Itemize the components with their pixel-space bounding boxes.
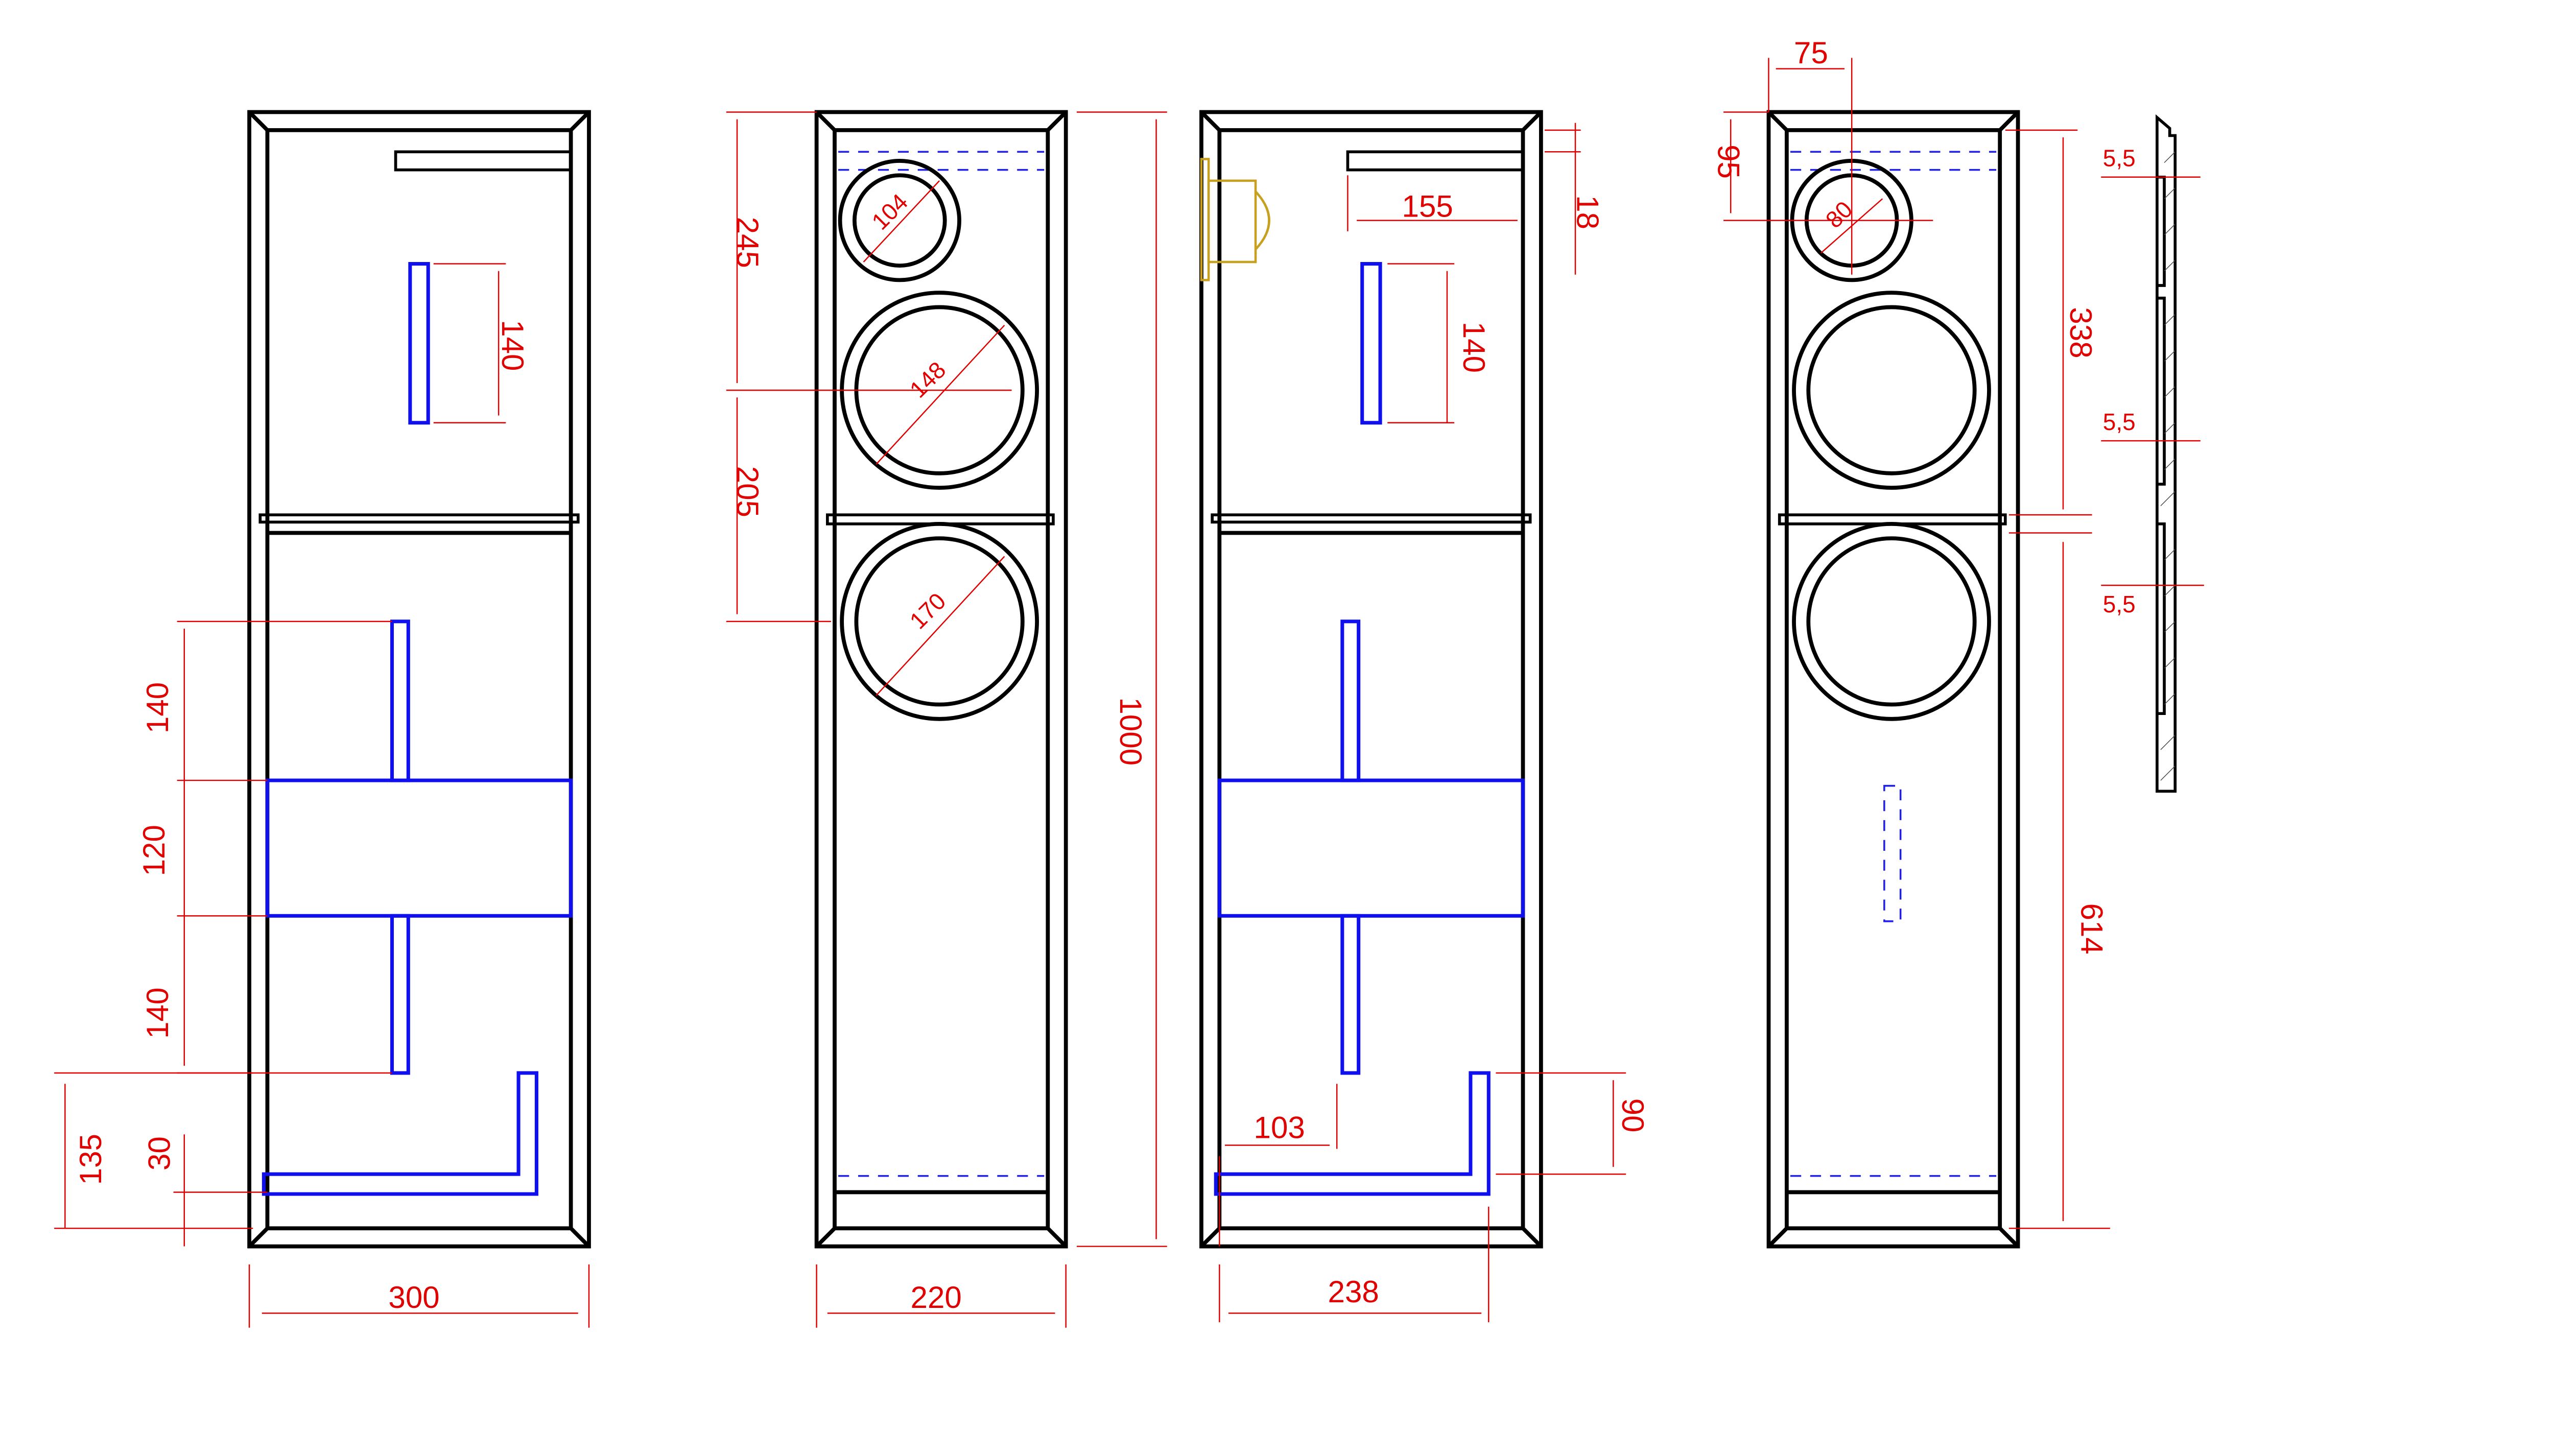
dim-tweeter-y: 95 <box>1711 145 1745 179</box>
dim-lower-chamber: 614 <box>2074 903 2109 954</box>
dim-top-offset: 18 <box>1571 195 1605 229</box>
dim-upper-chamber: 338 <box>2064 307 2098 358</box>
dim-recess-3: 5,5 <box>2103 591 2136 617</box>
dim-bottom-height: 90 <box>1616 1099 1650 1133</box>
dim-recess-2: 5,5 <box>2103 409 2136 435</box>
panel-front <box>1723 58 2110 1249</box>
dim-tweeter-section: 245 <box>730 217 765 268</box>
dim-bottom-gap: 30 <box>142 1136 176 1171</box>
panel-inner-layout <box>54 110 591 1328</box>
side-profile <box>2101 114 2204 793</box>
dim-tweeter-diameter: 104 <box>866 188 913 235</box>
dim-bottom-left: 103 <box>1254 1110 1305 1144</box>
panel-side <box>1199 110 1626 1323</box>
dim-port-upper: 140 <box>140 682 175 733</box>
dim-recess-1: 5,5 <box>2103 145 2136 172</box>
dim-slot-side: 140 <box>1457 322 1491 373</box>
dim-woofer-diameter: 170 <box>905 588 951 634</box>
dim-port-lower: 140 <box>140 988 175 1039</box>
dim-width-220: 220 <box>911 1280 962 1315</box>
dim-width-238: 238 <box>1328 1275 1379 1309</box>
dim-port-middle: 120 <box>137 825 171 876</box>
panel-baffle <box>726 110 1167 1328</box>
dim-slot-top: 140 <box>495 320 530 371</box>
dim-mid-diameter: 148 <box>905 356 951 403</box>
dim-height-1000: 1000 <box>1114 697 1148 766</box>
dim-bottom-offset: 135 <box>74 1134 108 1185</box>
dim-width-300: 300 <box>388 1280 439 1315</box>
dim-mid-section: 205 <box>730 466 765 517</box>
terminal-icon <box>1200 158 1270 281</box>
dim-tweeter-x: 75 <box>1794 36 1828 70</box>
dim-top-batten: 155 <box>1402 189 1453 224</box>
